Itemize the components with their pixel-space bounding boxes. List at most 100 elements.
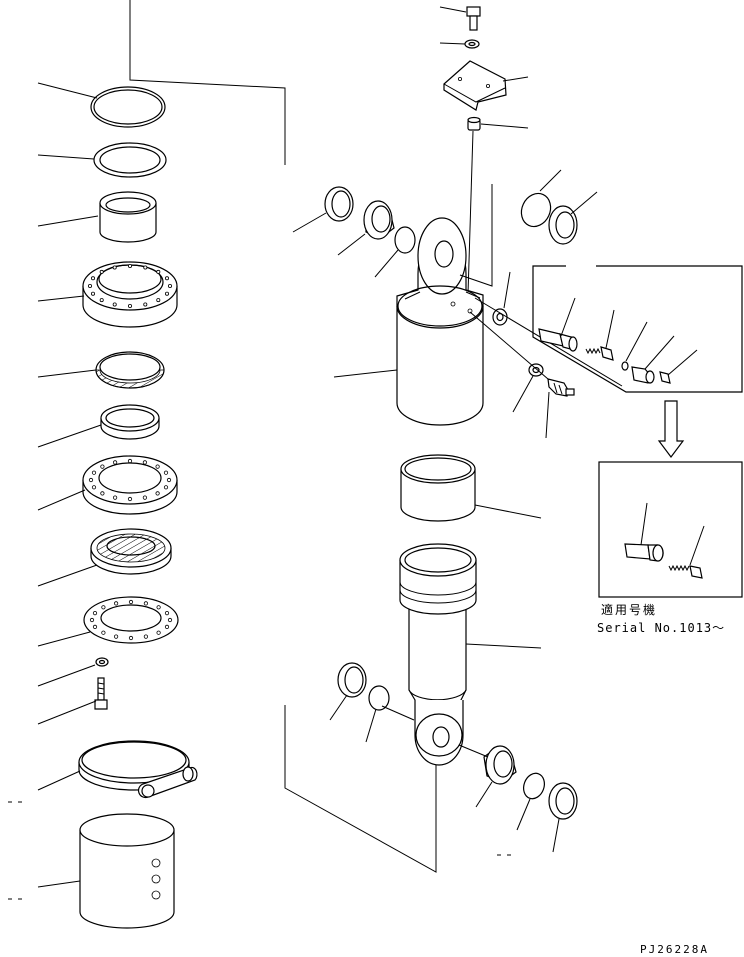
bolt-hole xyxy=(143,265,148,270)
piston-rod xyxy=(399,543,542,766)
cylinder-assembly xyxy=(292,169,623,856)
bolt-hole xyxy=(127,458,133,464)
bolt-hole xyxy=(100,491,105,496)
bracket-line-bottom xyxy=(284,705,437,873)
cover-plate xyxy=(443,60,529,111)
serial-number-caption: Serial No.1013～ xyxy=(597,621,725,635)
serial-variant-inset xyxy=(598,461,743,598)
grease-nipple xyxy=(469,311,575,439)
upper-seal-1 xyxy=(292,186,354,233)
bolt-hole xyxy=(127,496,133,502)
fitting-detail-inset xyxy=(532,265,743,393)
bolt-hole xyxy=(112,265,117,270)
bolt-hole xyxy=(113,495,118,500)
bolt-hole xyxy=(164,276,169,281)
bolt-hole xyxy=(89,617,95,623)
bolt-hole xyxy=(143,302,148,307)
lower-right-seal xyxy=(548,782,578,853)
bolt-hole xyxy=(113,460,118,465)
bolt-hole xyxy=(91,470,97,475)
bolt-hole xyxy=(88,283,93,288)
bolt-hole xyxy=(164,610,170,616)
serial-inset-frame xyxy=(598,461,743,598)
bolt-hole xyxy=(167,283,172,288)
bolt-hole xyxy=(143,601,148,606)
bolt-hole xyxy=(142,495,147,500)
bolt xyxy=(37,677,108,725)
top-right-parts xyxy=(439,6,529,295)
bolt-hole xyxy=(167,617,173,623)
drawing-code: PJ26228A xyxy=(640,943,709,956)
band-clamp xyxy=(8,740,198,803)
cover-sleeve xyxy=(8,813,175,929)
bolt-hole xyxy=(163,470,169,475)
holed-flange xyxy=(37,455,178,515)
bolt-hole xyxy=(128,599,134,605)
check-spring xyxy=(585,309,615,361)
lower-side-washer xyxy=(512,363,544,413)
bolt-hole xyxy=(156,605,161,610)
bracket-line-top xyxy=(129,0,286,165)
check-ball xyxy=(621,321,648,371)
top-washer xyxy=(439,39,480,49)
cylinder-body xyxy=(333,217,484,426)
upper-o-ring xyxy=(374,226,416,278)
upper-guide-line xyxy=(459,184,493,287)
thrust-bearing xyxy=(37,528,172,587)
lower-o-ring xyxy=(516,772,545,831)
upper-right-seal xyxy=(548,191,598,245)
variant-adapter-fitting xyxy=(624,502,664,562)
dust-cap xyxy=(659,349,698,384)
bolt-hole xyxy=(127,263,132,268)
lower-bushing xyxy=(458,744,517,808)
small-washer xyxy=(37,657,109,687)
bolt-hole xyxy=(114,634,119,639)
inner-race-ring xyxy=(37,404,160,448)
left-parts-column xyxy=(8,0,437,929)
side-washer xyxy=(492,271,511,326)
top-bolt xyxy=(439,6,481,31)
upper-right-o-ring xyxy=(520,169,562,228)
bolt-hole xyxy=(164,624,170,630)
bolt-hole xyxy=(155,464,160,469)
bolt-hole xyxy=(92,624,98,630)
bolt-hole xyxy=(164,291,169,296)
bolt-hole xyxy=(101,630,106,635)
bolt-hole xyxy=(114,601,119,606)
flat-ring xyxy=(37,142,167,178)
applicable-models-caption: 適用号機 xyxy=(601,602,657,617)
plug-fitting xyxy=(631,335,675,384)
bolt-hole xyxy=(112,302,117,307)
bolt-hole xyxy=(92,610,98,616)
bolt-hole xyxy=(142,460,147,465)
roller-bearing xyxy=(37,351,165,389)
bushing xyxy=(37,191,157,243)
piston-sleeve xyxy=(400,454,542,522)
bolt-hole xyxy=(156,630,161,635)
lower-left-seal xyxy=(329,662,367,721)
bolt-hole xyxy=(100,464,105,469)
bolt-hole xyxy=(143,634,148,639)
bolt-hole xyxy=(155,491,160,496)
bolt-hole xyxy=(91,276,96,281)
lower-guide-line xyxy=(381,705,415,721)
bolt-hole xyxy=(156,298,161,303)
bolt-hole xyxy=(88,477,94,483)
bearing-housing xyxy=(37,261,178,328)
bolt-hole xyxy=(163,485,169,490)
bolt-hole xyxy=(99,298,104,303)
adapter-fitting xyxy=(538,297,578,352)
variant-spring xyxy=(668,525,705,579)
down-arrow xyxy=(657,400,685,458)
bolt-hole xyxy=(128,635,134,641)
bolt-hole xyxy=(156,269,161,274)
bolt-hole xyxy=(127,303,132,308)
lower-left-o-ring xyxy=(365,685,390,743)
bolt-hole xyxy=(99,269,104,274)
upper-bushing xyxy=(337,200,395,256)
inset-frame xyxy=(532,265,743,393)
bolt-hole xyxy=(101,605,106,610)
bolt-hole xyxy=(91,485,97,490)
snap-ring xyxy=(37,82,166,128)
